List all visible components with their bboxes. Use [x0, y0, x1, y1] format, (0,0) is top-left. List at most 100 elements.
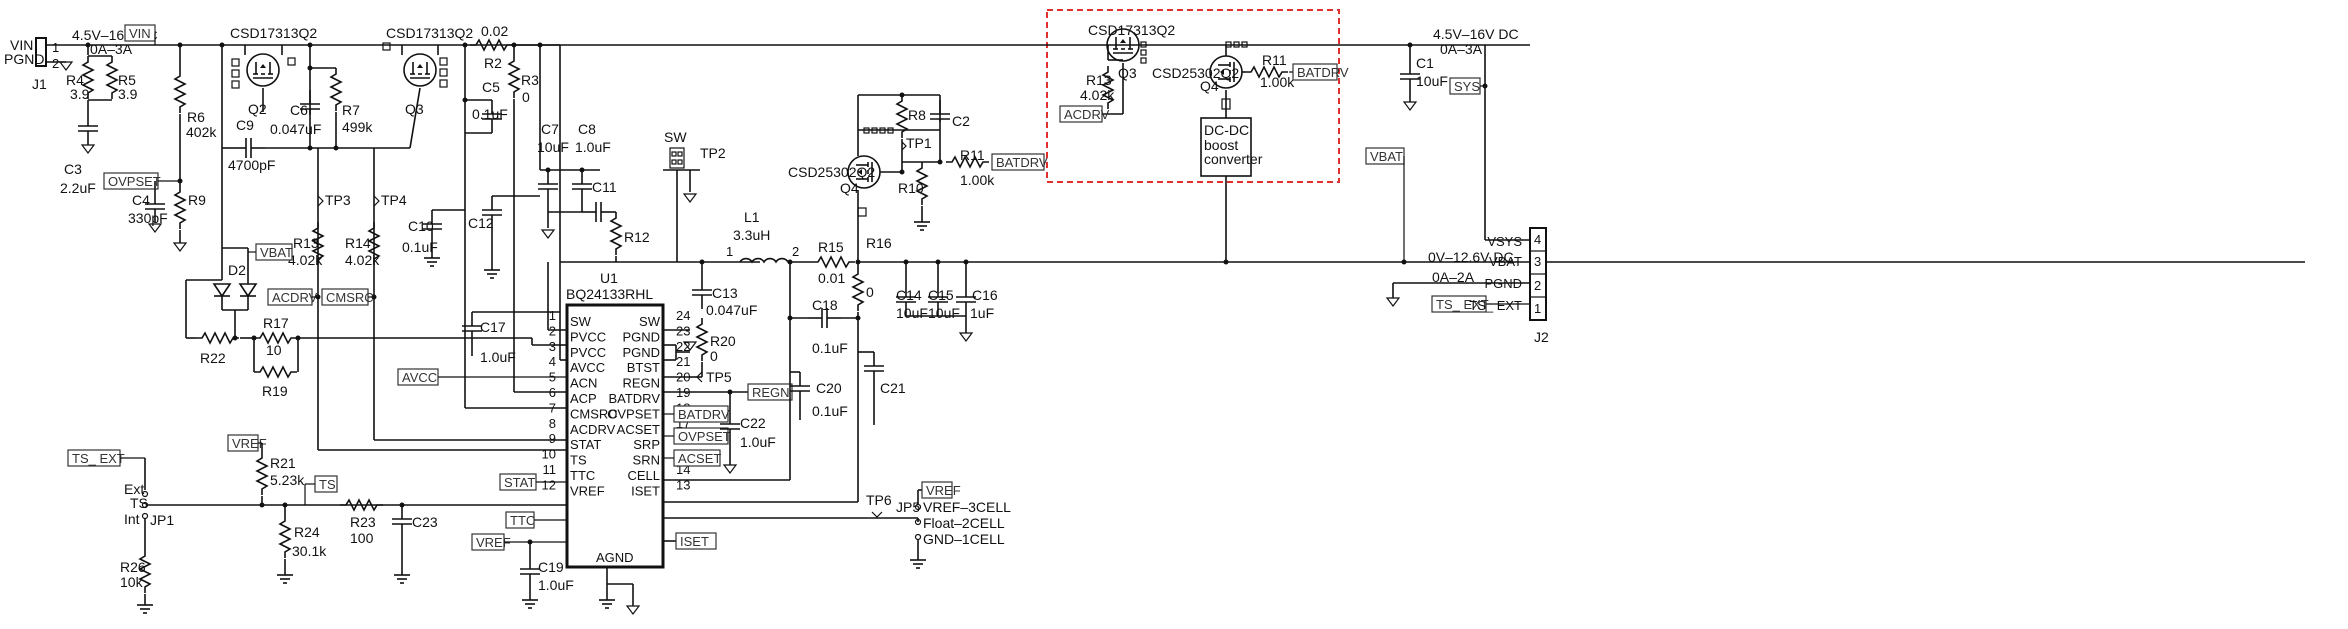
c8-ref: C8 [578, 121, 596, 137]
c14-ref: C14 [896, 287, 922, 303]
c13-ref: C13 [712, 285, 738, 301]
svg-text:ACSET: ACSET [678, 451, 721, 466]
u1-pin-1-name: SW [570, 314, 592, 329]
c17-value: 1.0uF [480, 349, 516, 365]
u1-pin-24-name: SW [639, 314, 661, 329]
r10-ref: R10 [898, 180, 924, 196]
acset-tag: ACSET [673, 449, 721, 467]
vbat-tag-out: VBAT [1365, 147, 1405, 165]
c10-ref: C10 [408, 218, 434, 234]
svg-text:VBAT: VBAT [260, 245, 293, 260]
r2-value: 0.02 [481, 23, 508, 39]
vin-tag: VIN [124, 24, 156, 42]
c6-value: 0.047uF [270, 121, 321, 137]
r8-ref: R8 [908, 107, 926, 123]
in-spec-current: 0A–3A [90, 41, 133, 57]
r26-value: 10k [120, 574, 144, 590]
r3-ref: R3 [521, 72, 539, 88]
c1-value: 10uF [1416, 73, 1448, 89]
c10-value: 0.1uF [402, 239, 438, 255]
u1-pin-23-name: PGND [622, 329, 660, 344]
u1-pin-2-number: 2 [549, 323, 556, 338]
pgnd-label: PGND [4, 51, 44, 67]
c21-ref: C21 [880, 380, 906, 396]
jp1-ext-label: Ext [124, 481, 144, 497]
u1-pin-17-name: ACSET [617, 422, 660, 437]
u1-pin-6-number: 6 [549, 385, 556, 400]
svg-text:CMSRC: CMSRC [326, 290, 374, 305]
u1-pin-4-name: AVCC [570, 360, 605, 375]
tp6-ref: TP6 [866, 492, 892, 508]
vref-tag-jp5: VREF [921, 481, 961, 499]
q4b-part: CSD25302Q2 [1152, 65, 1239, 81]
c19-ref: C19 [538, 559, 564, 575]
r13-value: 4.02k [288, 252, 323, 268]
r6-value: 402k [186, 124, 217, 140]
c5-ref: C5 [482, 79, 500, 95]
j1-pin2: 2 [52, 56, 59, 71]
j1-connector [35, 37, 47, 67]
ovpset-tag: OVPSET [103, 172, 161, 190]
u1-pin-12-name: VREF [570, 483, 605, 498]
c7-ref: C7 [541, 121, 559, 137]
u1-pin-2-name: PVCC [570, 329, 606, 344]
r12-ref: R12 [624, 229, 650, 245]
c1-ref: C1 [1416, 55, 1434, 71]
j2-vsys: VSYS [1487, 234, 1522, 249]
jp5-option-3cell: VREF–3CELL [923, 499, 1011, 515]
ts-ext-tag: TS_ EXT [67, 449, 125, 467]
batdrv-tag-q4b: BATDRV [1292, 63, 1349, 81]
c14-value: 10uF [896, 305, 928, 321]
r4-value: 3.9 [70, 86, 90, 102]
q3b-part: CSD17313Q2 [1088, 22, 1175, 38]
r26-ref: R26 [120, 559, 146, 575]
vbat-tag-d2: VBAT [255, 243, 293, 261]
r5-ref: R5 [118, 72, 136, 88]
ovpset-tag-u1: OVPSET [673, 427, 731, 445]
c5-value: 0.1uF [472, 106, 508, 122]
jp5-option-2cell: Float–2CELL [923, 515, 1005, 531]
r13b-value: 4.02k [1080, 87, 1115, 103]
r17-value: 10 [266, 342, 282, 358]
sw-ref: SW [664, 129, 687, 145]
tp4-ref: TP4 [381, 192, 407, 208]
vref-tag-u1: VREF [471, 533, 511, 551]
r17-ref: R17 [263, 315, 289, 331]
regn-tag: REGN [747, 383, 793, 401]
tp2-ref: TP2 [700, 145, 726, 161]
c16-ref: C16 [972, 287, 998, 303]
cmsrc-tag: CMSRC [321, 288, 374, 306]
dcdc-line2: boost [1204, 137, 1238, 153]
j2-pin1: 1 [1534, 301, 1541, 316]
sys-tag: SYS [1449, 77, 1481, 95]
r23-ref: R23 [350, 514, 376, 530]
bat-spec-voltage: 0V–12.6V DC [1428, 249, 1514, 265]
c20-ref: C20 [816, 380, 842, 396]
q4b-ref: Q4 [1200, 78, 1219, 94]
svg-text:ACDRV: ACDRV [272, 290, 318, 305]
vin-label: VIN [10, 37, 33, 53]
j2-pin3: 3 [1534, 254, 1541, 269]
u1-pin-7-number: 7 [549, 400, 556, 415]
r15-value: 0.01 [818, 270, 845, 286]
u1-part: BQ24133RHL [566, 286, 653, 302]
u1-pin-11-number: 11 [543, 462, 557, 477]
r4-ref: R4 [66, 72, 84, 88]
u1-pin-21-name: BTST [627, 360, 660, 375]
svg-text:BATDRV: BATDRV [678, 407, 730, 422]
c23-ref: C23 [412, 514, 438, 530]
svg-text:VIN: VIN [129, 26, 151, 41]
u1-right-pins: 24SW23PGND22PGND21BTST20REGN19BATDRV18OV… [607, 308, 690, 498]
svg-text:OVPSET: OVPSET [678, 429, 731, 444]
r13-ref: R13 [293, 235, 319, 251]
avcc-tag: AVCC [397, 368, 439, 386]
tp5-ref: TP5 [706, 369, 732, 385]
jp5-ref: JP5 [896, 499, 920, 515]
q3b-ref: Q3 [1118, 65, 1137, 81]
r7-value: 499k [342, 119, 373, 135]
q3-part: CSD17313Q2 [386, 25, 473, 41]
u1-agnd-label: AGND [596, 550, 634, 565]
c20-value: 0.1uF [812, 403, 848, 419]
